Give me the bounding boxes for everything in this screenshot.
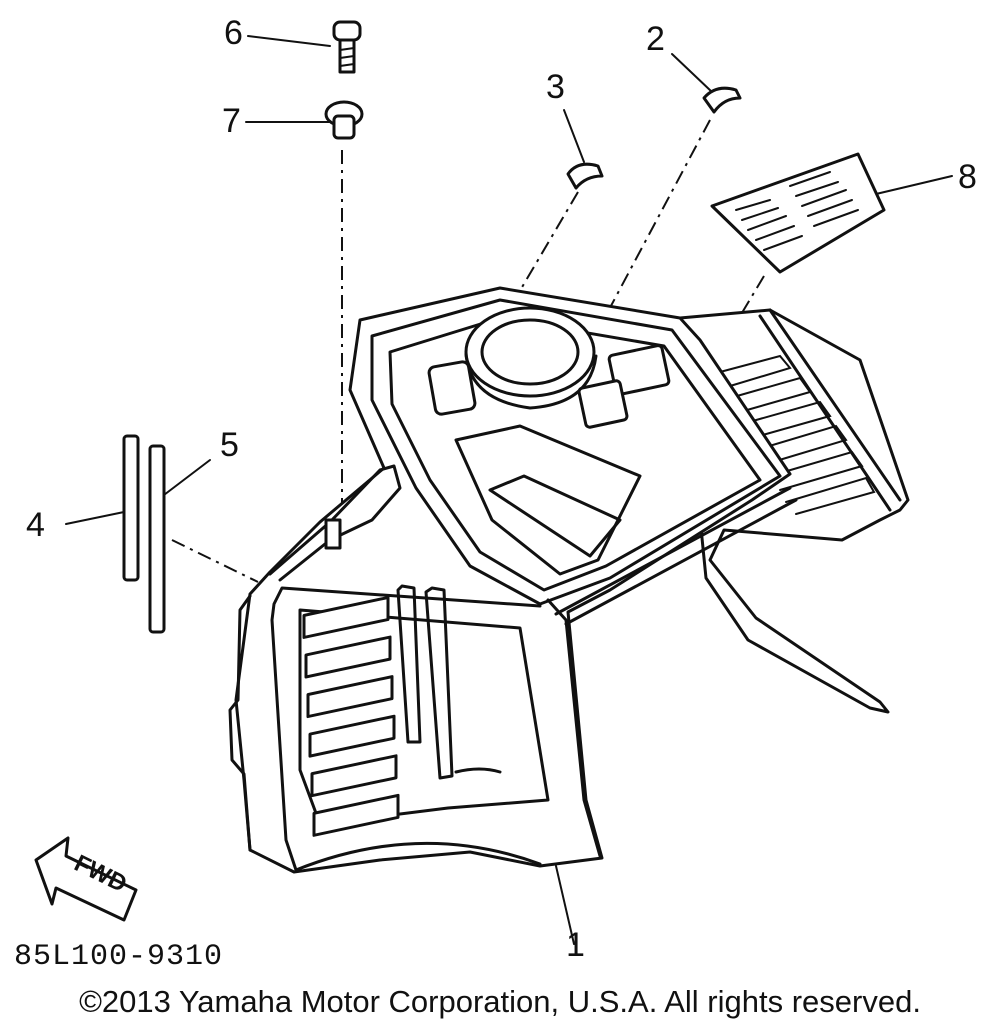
part-2-clip xyxy=(702,86,742,114)
callout-3: 3 xyxy=(546,68,565,106)
callout-8: 8 xyxy=(958,158,977,196)
fwd-direction-arrow: FWD xyxy=(34,836,138,922)
callout-1: 1 xyxy=(566,926,585,964)
drawing-code: 85L100-9310 xyxy=(14,940,224,974)
callout-7: 7 xyxy=(222,102,241,140)
part-4-trim-strip xyxy=(122,434,140,582)
part-5-trim-strip xyxy=(148,444,166,634)
front-vent-slots xyxy=(302,595,400,837)
part-8-label-plate xyxy=(710,152,886,274)
callout-2: 2 xyxy=(646,20,665,58)
part-7-grommet xyxy=(324,100,364,140)
copyright-notice: ©2013 Yamaha Motor Corporation, U.S.A. A… xyxy=(79,984,921,1019)
callout-5: 5 xyxy=(220,426,239,464)
part-1-main-cover xyxy=(228,286,910,874)
part-3-clip xyxy=(566,162,604,190)
callout-6: 6 xyxy=(224,14,243,52)
callout-4: 4 xyxy=(26,506,45,544)
part-6-screw xyxy=(332,20,362,74)
